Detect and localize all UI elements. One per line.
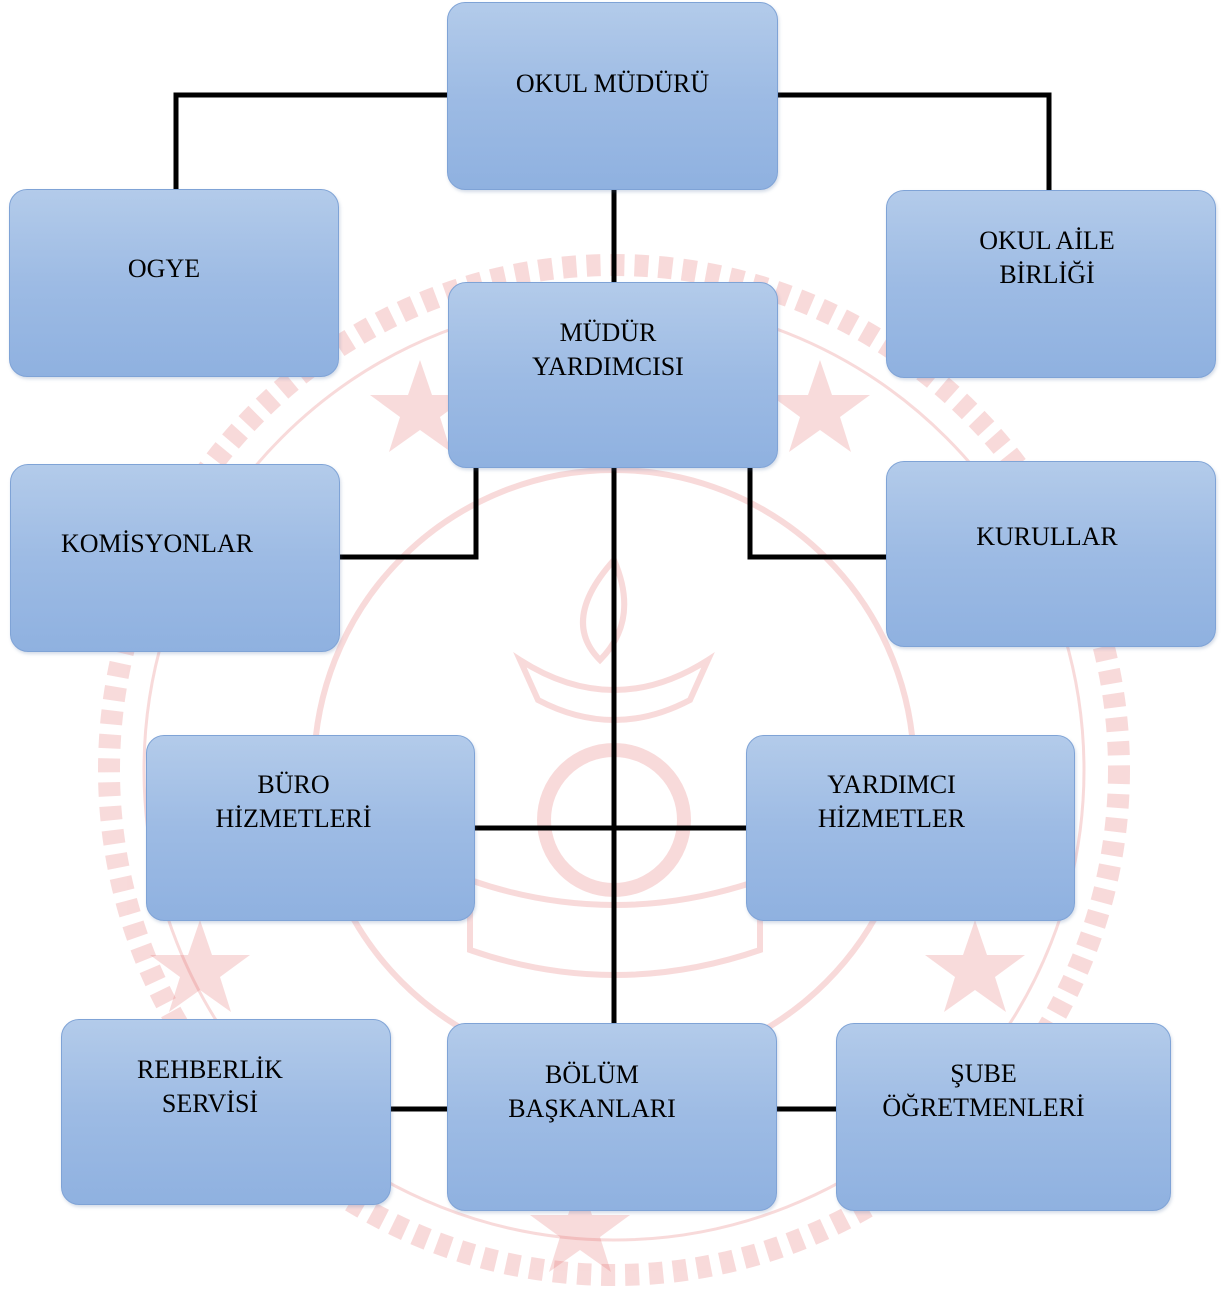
node-kurullar: KURULLAR xyxy=(886,461,1216,647)
node-ogye-label: OGYE xyxy=(127,254,201,283)
node-okul-muduru: OKUL MÜDÜRÜ xyxy=(447,2,778,190)
node-bolum-baskanlari: BÖLÜM BAŞKANLARI xyxy=(447,1023,777,1211)
connector-deputy-commissions xyxy=(337,463,479,560)
node-mudur-yardimcisi-label: MÜDÜR YARDIMCISI xyxy=(532,318,684,381)
connector-principal-ogye xyxy=(173,92,451,193)
node-rehberlik-servisi-label: REHBERLİK SERVİSİ xyxy=(137,1055,283,1118)
node-mudur-yardimcisi: MÜDÜR YARDIMCISI xyxy=(448,282,778,468)
node-rehberlik-servisi: REHBERLİK SERVİSİ xyxy=(61,1019,391,1205)
node-okul-aile-birligi: OKUL AİLE BİRLİĞİ xyxy=(886,190,1216,378)
node-buro-hizmetleri: BÜRO HİZMETLERİ xyxy=(146,735,475,921)
connector-principal-parents xyxy=(775,92,1052,193)
node-bolum-baskanlari-label: BÖLÜM BAŞKANLARI xyxy=(508,1060,676,1123)
node-okul-muduru-label: OKUL MÜDÜRÜ xyxy=(515,69,710,98)
node-yardimci-hizmetler: YARDIMCI HİZMETLER xyxy=(746,735,1075,921)
node-okul-aile-birligi-label: OKUL AİLE BİRLİĞİ xyxy=(979,226,1115,289)
node-yardimci-hizmetler-label: YARDIMCI HİZMETLER xyxy=(817,770,966,833)
node-kurullar-label: KURULLAR xyxy=(976,522,1118,551)
node-buro-hizmetleri-label: BÜRO HİZMETLERİ xyxy=(215,770,372,833)
node-komisyonlar-label: KOMİSYONLAR xyxy=(60,529,254,558)
connector-deputy-councils xyxy=(747,463,890,560)
node-komisyonlar: KOMİSYONLAR xyxy=(10,464,340,652)
node-ogye: OGYE xyxy=(9,189,339,377)
node-sube-ogretmenleri-label: ŞUBE ÖĞRETMENLERİ xyxy=(882,1059,1085,1122)
node-sube-ogretmenleri: ŞUBE ÖĞRETMENLERİ xyxy=(836,1023,1171,1211)
